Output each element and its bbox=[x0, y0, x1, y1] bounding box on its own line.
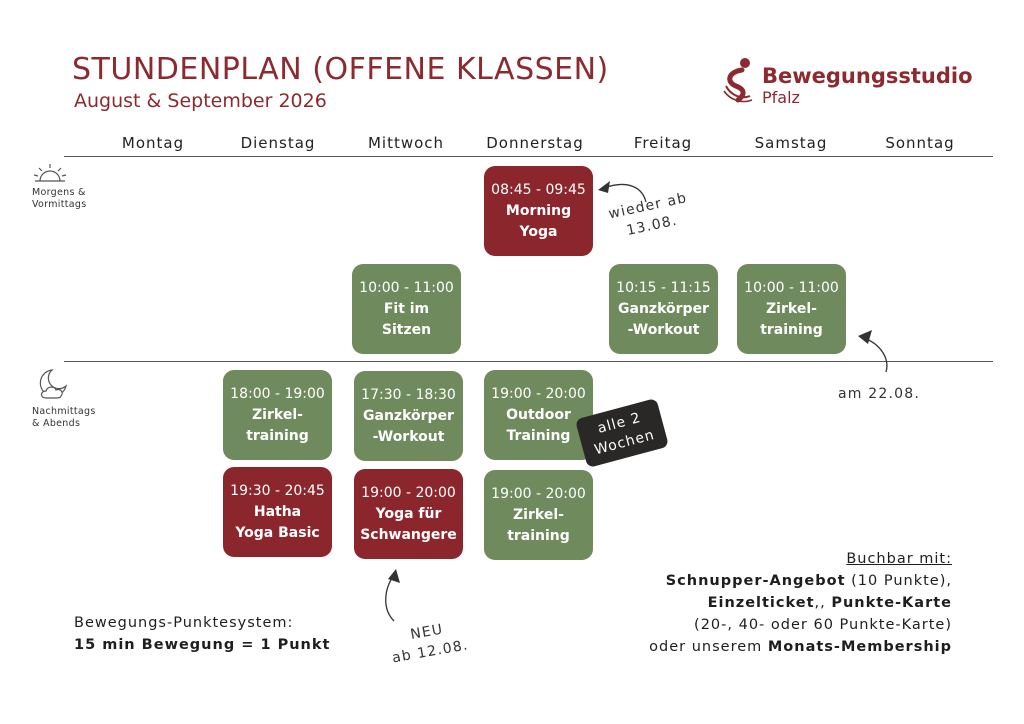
page-title: STUNDENPLAN (OFFENE KLASSEN) bbox=[72, 52, 609, 87]
day-wednesday: Mittwoch bbox=[367, 134, 445, 152]
divider-top bbox=[64, 156, 993, 157]
note-am-2208: am 22.08. bbox=[838, 386, 920, 402]
day-thursday: Donnerstag bbox=[486, 134, 584, 152]
day-monday: Montag bbox=[121, 134, 185, 152]
moon-cloud-icon bbox=[39, 369, 68, 399]
class-card-hatha-yoga[interactable]: 19:30 - 20:45 Hatha Yoga Basic bbox=[223, 467, 332, 557]
class-card-zirkel-samstag[interactable]: 10:00 - 11:00 Zirkel- training bbox=[737, 264, 846, 354]
booking-option-1: Schnupper-Angebot (10 Punkte), bbox=[665, 573, 952, 589]
arrow-am-icon bbox=[858, 330, 888, 373]
class-card-ganzkoerper-mittwoch[interactable]: 17:30 - 18:30 Ganzkörper -Workout bbox=[354, 371, 463, 461]
booking-option-2: Einzelticket,, Punkte-Karte bbox=[707, 595, 952, 611]
day-tuesday: Dienstag bbox=[240, 134, 316, 152]
class-card-fit-im-sitzen[interactable]: 10:00 - 11:00 Fit im Sitzen bbox=[352, 264, 461, 354]
period-evening-label: Nachmittags & Abends bbox=[32, 406, 96, 429]
day-sunday: Sonntag bbox=[885, 134, 955, 152]
booking-option-3: (20-, 40- oder 60 Punkte-Karte) bbox=[694, 617, 952, 633]
sunrise-icon bbox=[33, 164, 67, 182]
booking-option-4: oder unserem Monats-Membership bbox=[649, 639, 952, 655]
arrow-neu-icon bbox=[385, 569, 400, 622]
brand-name: Bewegungsstudio bbox=[762, 64, 973, 88]
class-card-morning-yoga[interactable]: 08:45 - 09:45 Morning Yoga bbox=[484, 166, 593, 256]
day-friday: Freitag bbox=[633, 134, 693, 152]
booking-info: Buchbar mit: Schnupper-Angebot (10 Punkt… bbox=[600, 548, 952, 658]
brand-sub: Pfalz bbox=[762, 88, 800, 107]
booking-heading: Buchbar mit: bbox=[846, 551, 952, 567]
page-subtitle: August & September 2026 bbox=[74, 90, 327, 112]
period-morning-label: Morgens & Vormittags bbox=[32, 187, 87, 210]
class-card-zirkel-dienstag[interactable]: 18:00 - 19:00 Zirkel- training bbox=[223, 370, 332, 460]
day-saturday: Samstag bbox=[754, 134, 828, 152]
arrow-wieder-icon bbox=[598, 181, 647, 203]
class-card-ganzkoerper-freitag[interactable]: 10:15 - 11:15 Ganzkörper -Workout bbox=[609, 264, 718, 354]
divider-middle bbox=[64, 361, 993, 362]
class-card-outdoor-training[interactable]: 19:00 - 20:00 Outdoor Training bbox=[484, 370, 593, 460]
class-card-zirkel-donnerstag[interactable]: 19:00 - 20:00 Zirkel- training bbox=[484, 470, 593, 560]
brand-logo-icon bbox=[723, 58, 753, 103]
points-system: Bewegungs-Punktesystem: 15 min Bewegung … bbox=[74, 615, 331, 653]
class-card-yoga-schwangere[interactable]: 19:00 - 20:00 Yoga für Schwangere bbox=[354, 469, 463, 559]
